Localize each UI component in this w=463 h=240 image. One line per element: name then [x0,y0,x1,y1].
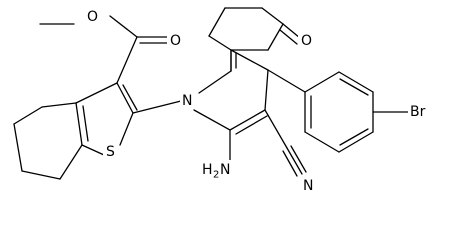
atom-ring-n-label: N [182,93,192,109]
atom-amine-n-label: N [220,162,230,178]
atom-amine: H 2 N [200,160,240,181]
atom-amine-h-label: H [202,162,213,178]
bond-ring-c-d [261,7,284,25]
atom-nitrile-n: N [300,177,316,194]
bond-c2-c3 [229,109,266,131]
atom-ketone-o: O [298,32,314,49]
bond-c4-c4a [230,49,269,71]
bond-ar-4-5-inner [339,128,369,146]
bond-th-c3a-c3 [75,82,118,104]
bond-ch-c7-c7a [59,144,83,180]
bond-th-c7a-c3a-inner [82,105,89,142]
atom-amine-subscript: 2 [213,170,219,181]
bond-ch-c4-c5 [13,106,43,125]
bond-c8a-ring-a [208,35,232,51]
atom-ring-n: N [180,93,196,109]
bond-th-c2-n [132,100,182,114]
atom-ester-o-single-label: O [87,9,98,25]
chemical-structure-diagram: O O S N O Br N H 2 N [13,7,434,194]
bond-ar-1-2 [304,71,340,93]
bond-ch-c3a-c4 [41,102,77,108]
bond-n-c2 [193,109,231,131]
atom-labels: O O S N O Br N H 2 N [84,8,434,194]
atom-bromine-label: Br [410,104,426,120]
bond-th-c7a-c3a [75,102,83,146]
bond-ch-c6-c7 [21,170,61,180]
atom-ketone-o-label: O [301,33,312,49]
bond-ketone-b [279,29,298,45]
bond-cn-triple-a [286,147,303,175]
bond-th-c3-c2 [116,82,134,114]
bond-n-c8a [198,70,232,94]
bond-th-s-c7a [81,144,105,156]
bond-c3-cn [264,109,288,149]
atom-ester-o-double-label: O [170,33,181,49]
bond-ch-c5-c6 [13,123,23,172]
bond-ar-4-5 [338,131,374,153]
bond-c4-aryl [267,69,306,93]
atom-nitrile-n-label: N [303,178,313,194]
bond-c2-c3-inner [235,115,268,135]
bond-o-carbonyl-c [109,15,138,38]
bond-ring-d-e [267,23,284,51]
bond-ketone-a [282,23,301,39]
atom-ester-o-single: O [84,8,100,25]
bond-th-c2-s [119,112,134,146]
bond-ar-2-3 [338,71,374,93]
bond-cn-triple-c [290,145,307,173]
bond-carbonyl-c-thiophene-c3 [116,36,138,84]
bonds [13,7,409,180]
atom-sulfur-label: S [106,144,115,160]
atom-ester-o-double: O [167,32,183,49]
bond-c3-c4 [264,69,269,111]
bond-cn-triple-b [282,150,298,177]
atom-sulfur: S [103,143,119,160]
bond-ring-a-b [208,7,226,37]
atom-bromine: Br [408,103,434,120]
bond-ar-2-3-inner [339,78,369,96]
bond-th-c3-c2-inner [122,84,138,111]
bond-ar-5-6 [304,131,340,153]
structure-canvas: O O S N O Br N H 2 N [13,7,434,194]
